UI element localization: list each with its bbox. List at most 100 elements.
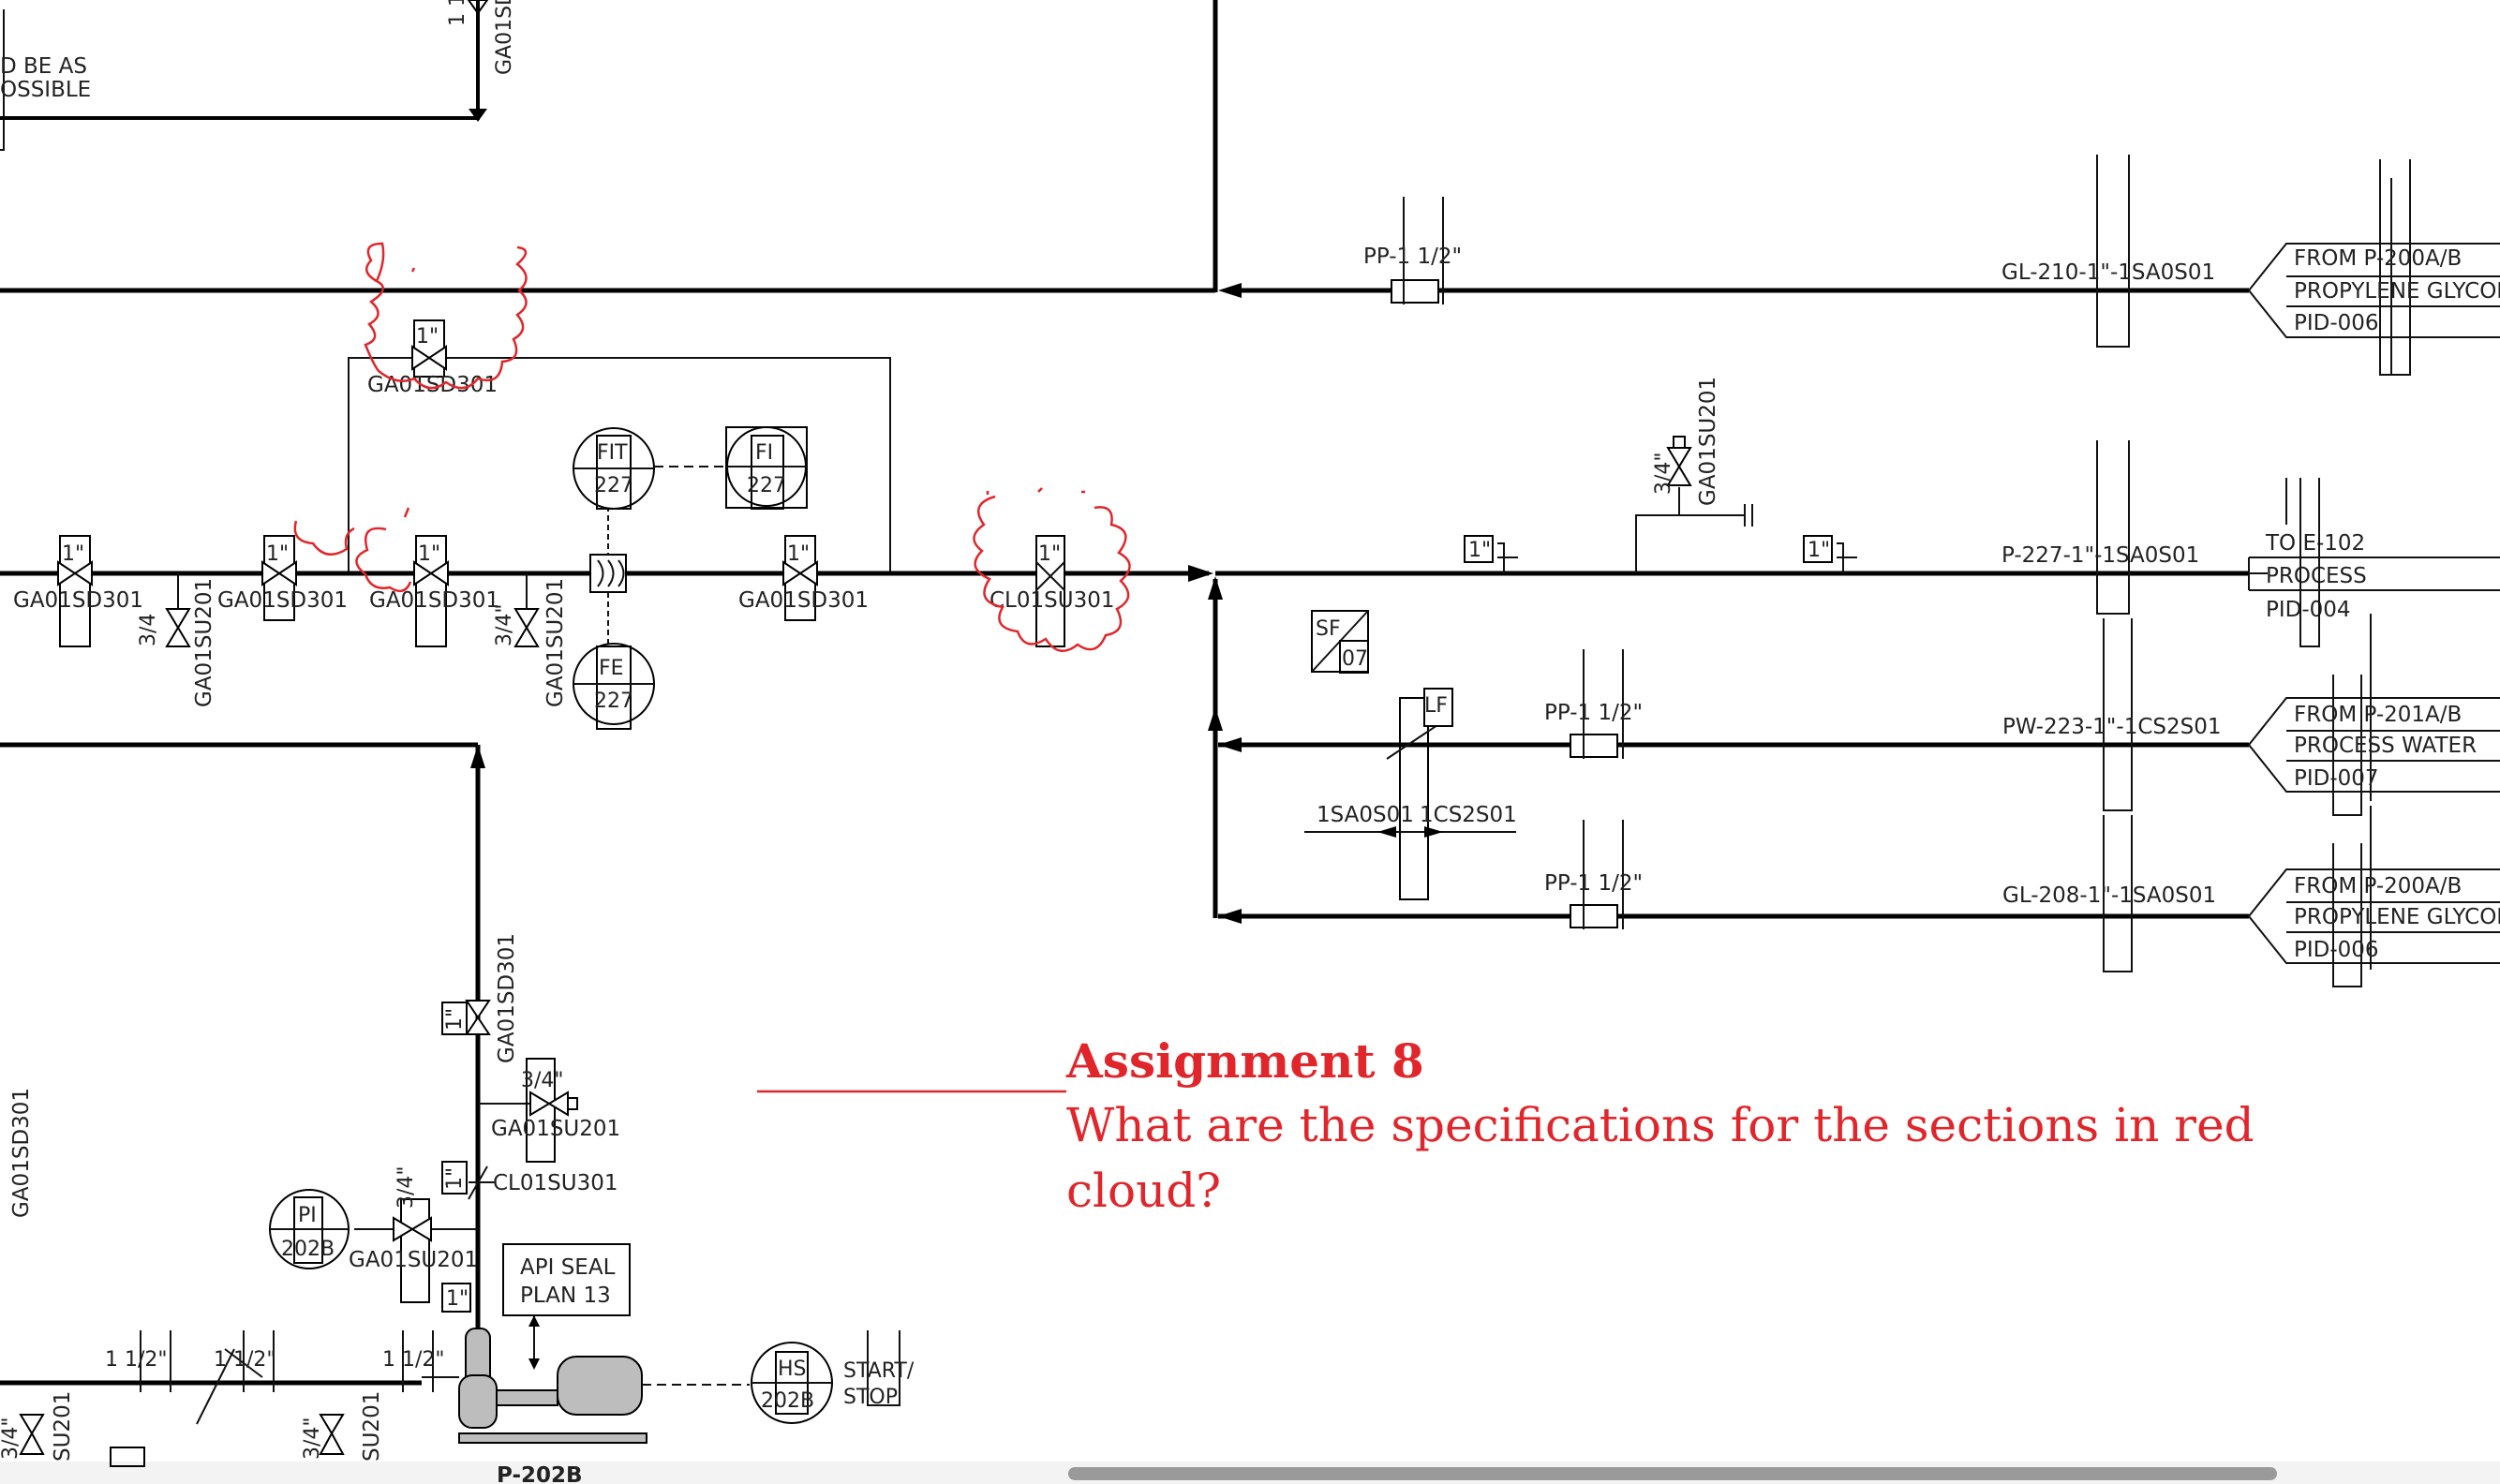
svg-text:1": 1" [446,1287,469,1311]
left-edge-tag: GA01SD301 [9,1088,34,1218]
line-pw223: PP-1 1/2" PW-223-1"-1CS2S01 [1208,614,2372,816]
svg-text:FROM P-200A/B: FROM P-200A/B [2294,874,2462,898]
svg-text:1 1/2": 1 1/2" [214,1348,276,1372]
svg-text:PROCESS WATER: PROCESS WATER [2294,734,2477,758]
top-vertical-line: 1 1 GA01SD [0,0,516,122]
svg-text:GA01SD301: GA01SD301 [495,933,519,1063]
instrument-1in-pump: 1" [441,1283,471,1313]
strainer-sf07[interactable]: SF 07 [1311,610,1369,674]
svg-text:GA01SU201: GA01SU201 [192,578,216,707]
valve-ga01sd301-4[interactable]: 1" GA01SD301 [738,535,869,621]
instrument-1in-b: 1" [1803,535,1857,573]
svg-text:GA01SU201: GA01SU201 [491,1117,620,1141]
svg-text:GA01SD301: GA01SD301 [369,588,499,613]
valve-ga01su201-2[interactable]: 3/4" GA01SU201 [493,573,568,707]
instrument-fit227[interactable]: FIT 227 [573,427,655,510]
red-cloud-cl01su301 [973,487,1131,652]
svg-text:3/4": 3/4" [301,1417,324,1460]
svg-text:202B: 202B [281,1238,335,1261]
valve-cl01su301-pump[interactable]: 1" CL01SU301 [441,1161,618,1200]
assignment-title: Assignment 8 [1066,1033,1424,1089]
line-p227: P-227-1"-1SA0S01 [0,440,2249,615]
instrument-hs202b[interactable]: HS 202B START/ STOP [751,1330,915,1424]
svg-text:1": 1" [1468,539,1491,562]
svg-text:STOP: STOP [843,1386,898,1409]
api-seal-plan: API SEAL PLAN 13 [502,1243,631,1370]
svg-text:1": 1" [416,325,439,349]
svg-text:PROCESS: PROCESS [2266,564,2367,588]
instrument-fe227[interactable]: FE 227 [573,643,655,730]
svg-text:PID-004: PID-004 [2266,598,2351,622]
svg-text:1": 1" [266,542,289,566]
svg-text:API SEAL: API SEAL [520,1255,616,1280]
valve-cl01su301[interactable]: 1" CL01SU301 [990,535,1114,647]
svg-text:1 1/2": 1 1/2" [105,1348,168,1372]
svg-text:GA01SD301: GA01SD301 [9,1088,34,1218]
size-label: 1 1 [446,0,469,26]
line-gl208: PP-1 1/2" GL-208-1"-1SA0S01 [1218,806,2372,987]
valve-ga01sd301-vertical[interactable]: 1" GA01SD301 [441,933,519,1063]
vent-branch: 3/4" GA01SU201 [1635,377,1753,573]
svg-text:227: 227 [594,474,633,497]
svg-text:227: 227 [594,690,633,713]
svg-text:3/4": 3/4" [394,1165,418,1209]
pump-p202b[interactable]: P-202B [422,1328,647,1484]
svg-text:PID-007: PID-007 [2294,766,2379,791]
svg-text:GA01SU201: GA01SU201 [1696,377,1720,506]
offpage-connector-2: TO E-102 PROCESS PID-004 [2248,478,2500,647]
pipe-spec-pp: PP-1 1/2" [1363,245,1462,269]
svg-text:3/4": 3/4" [521,1069,564,1092]
svg-text:GA01SD301: GA01SD301 [738,588,869,613]
suction-line: 1 1/2" 1 1/2" 1 1/2" 3/4" SU201 3/4" SU2… [0,1330,445,1467]
svg-text:GA01SU201: GA01SU201 [349,1248,478,1272]
instrument-pi202b[interactable]: PI 202B [269,1189,350,1269]
svg-text:PLAN 13: PLAN 13 [520,1284,611,1308]
svg-text:FI: FI [755,441,773,465]
note-line-1: D BE AS [0,54,87,79]
svg-text:202B: 202B [761,1389,814,1413]
svg-text:START/: START/ [843,1359,915,1383]
svg-text:3/4: 3/4 [137,614,160,646]
svg-text:3/4": 3/4" [493,603,516,646]
svg-text:1SA0S01: 1SA0S01 [1317,803,1414,827]
valve-ga01su201-pi[interactable]: 3/4" GA01SU201 [349,1165,478,1303]
valve-tag: GA01SD [493,0,516,75]
pipe-spec-gl208: GL-208-1"-1SA0S01 [2002,883,2216,908]
spec-break: LF 1SA0S01 1CS2S01 [1304,688,1517,900]
svg-text:1": 1" [787,542,810,566]
pipe-spec-gl210: GL-210-1"-1SA0S01 [2001,260,2215,285]
valve-ga01su201-vent[interactable]: 3/4" GA01SU201 [478,1058,620,1163]
svg-text:GA01SD301: GA01SD301 [13,588,143,613]
pipe-spec-pw223: PW-223-1"-1CS2S01 [2002,715,2221,739]
line-gl210: PP-1 1/2" GL-210-1"-1SA0S01 [0,155,2411,376]
assignment-annotation: Assignment 8 What are the specifications… [1066,1031,2284,1224]
svg-text:1": 1" [443,1167,467,1190]
valve-ga01su201-1[interactable]: 3/4 GA01SU201 [137,573,216,707]
svg-text:FROM P-201A/B: FROM P-201A/B [2294,703,2462,727]
valve-ga01sd301-3[interactable]: 1" GA01SD301 [369,535,499,647]
svg-text:TO E-102: TO E-102 [2265,531,2365,556]
pump-tag: P-202B [497,1463,583,1484]
svg-text:PID-006: PID-006 [2294,311,2379,335]
svg-text:1 1/2": 1 1/2" [382,1348,445,1372]
valve-ga01sd301-2[interactable]: 1" GA01SD301 [217,535,348,621]
svg-text:3/4": 3/4" [1652,452,1675,495]
valve-ga01sd301-1[interactable]: 1" GA01SD301 [13,535,143,647]
svg-text:LF: LF [1424,694,1448,718]
svg-text:SU201: SU201 [360,1391,384,1462]
svg-text:FIT: FIT [597,441,628,465]
svg-text:GA01SU201: GA01SU201 [543,578,568,707]
svg-text:FE: FE [599,657,624,680]
svg-text:1": 1" [1808,539,1830,562]
svg-text:CL01SU301: CL01SU301 [990,588,1114,613]
pipe-spec-p227: P-227-1"-1SA0S01 [2001,543,2199,568]
svg-text:PROPYLENE GLYCOL: PROPYLENE GLYCOL [2294,905,2500,929]
svg-text:PI: PI [298,1204,317,1227]
svg-text:07: 07 [1342,647,1368,671]
svg-text:GA01SD301: GA01SD301 [217,588,348,613]
svg-text:3/4": 3/4" [0,1417,22,1460]
svg-text:PID-006: PID-006 [2294,938,2379,962]
horizontal-scrollbar-thumb[interactable] [1068,1467,2277,1480]
pipe-spec-pp-2: PP-1 1/2" [1544,701,1643,725]
instrument-fi227[interactable]: FI 227 [725,426,808,510]
